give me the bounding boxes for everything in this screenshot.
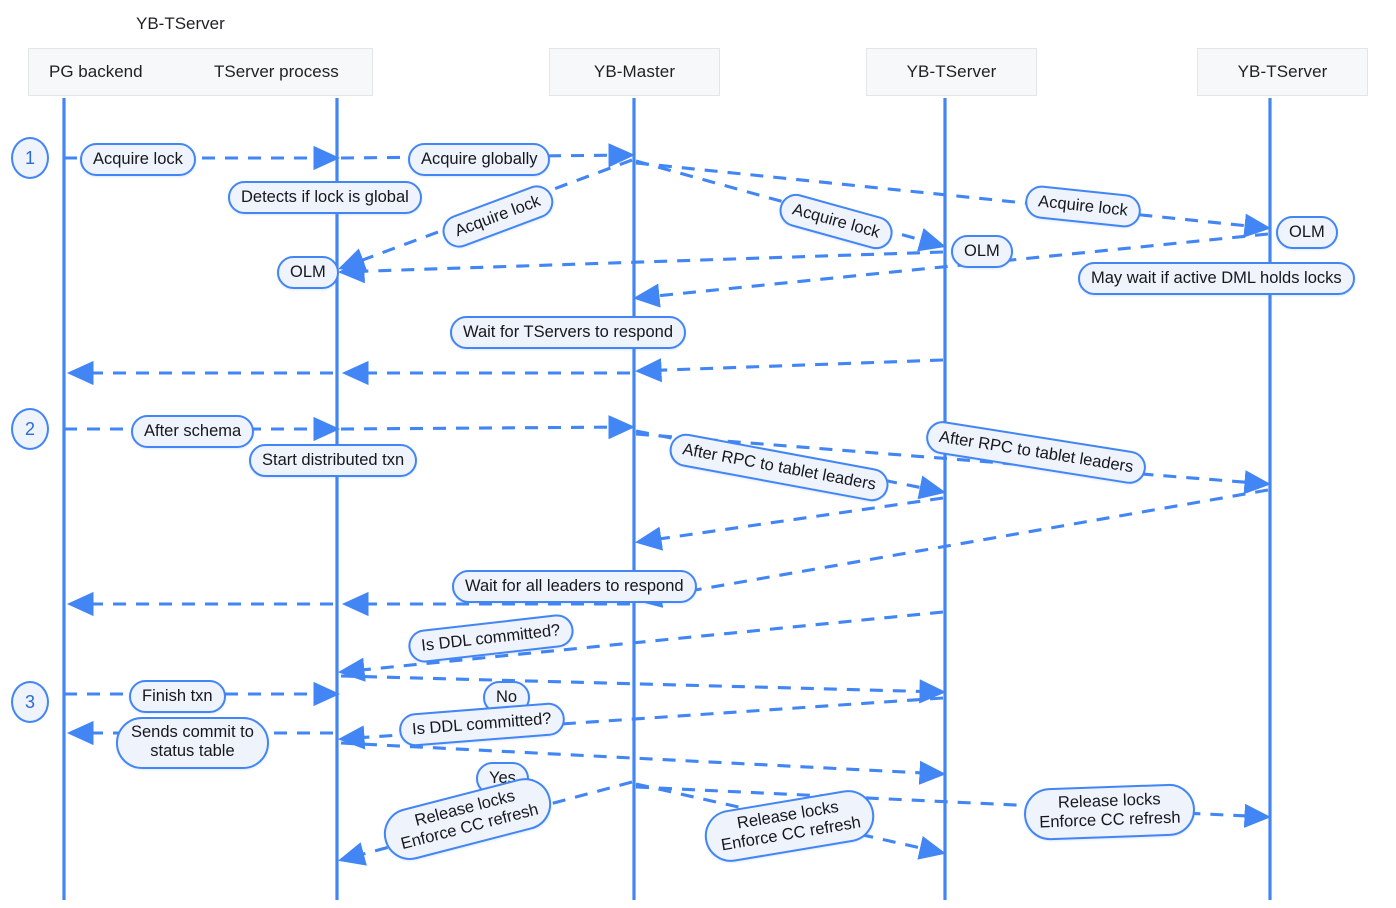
arrow-tsp-to-master-step2: [340, 415, 636, 440]
arrow-no-tsp-to-ts1: [340, 674, 947, 704]
arrow-ts1-to-master-reply: [634, 358, 944, 383]
pill-line-2: Enforce CC refresh: [1039, 809, 1181, 832]
lane-label-tserver-process: TServer process: [214, 62, 339, 81]
step-badge-1: 1: [11, 137, 49, 179]
pill-release-locks-ts1-to-ts2: Release locks Enforce CC refresh: [1023, 783, 1197, 841]
pill-detects-if-lock-is-global: Detects if lock is global: [228, 181, 422, 215]
pill-olm-yb-tserver-2: OLM: [1276, 216, 1338, 250]
arrow-yes-tsp-to-ts1: [340, 741, 947, 785]
group-title-yb-tserver: YB-TServer: [136, 14, 225, 33]
pill-line-2: status table: [150, 742, 235, 761]
pill-wait-for-all-leaders-to-respond: Wait for all leaders to respond: [452, 570, 697, 604]
arrow-ts2-to-master-wait: [632, 232, 1269, 308]
arrow-is-ddl-committed-2: [337, 696, 944, 750]
pill-after-schema: After schema: [131, 415, 255, 449]
lane-label-yb-tserver-2: YB-TServer: [1237, 62, 1328, 81]
arrow-acquire-lock-master-to-ts2: [635, 161, 1272, 238]
step-badge-2: 2: [11, 408, 49, 450]
lane-header-group-yb-tserver: PG backend TServer process: [28, 48, 373, 96]
arrow-ts1-to-master-ack: [634, 496, 944, 551]
lane-header-yb-tserver-2: YB-TServer: [1197, 48, 1368, 96]
lane-label-yb-tserver-1: YB-TServer: [906, 62, 997, 81]
step-badge-3: 3: [11, 681, 49, 723]
lane-header-yb-master: YB-Master: [549, 48, 720, 96]
pill-acquire-globally: Acquire globally: [408, 143, 551, 177]
lane-label-pg-backend: PG backend: [49, 62, 143, 81]
lane-label-yb-master: YB-Master: [593, 62, 676, 81]
lane-header-yb-tserver-1: YB-TServer: [866, 48, 1037, 96]
pill-sends-commit-to-status-table: Sends commit to status table: [116, 717, 269, 769]
arrow-ts1-to-master-resp1: [337, 250, 944, 284]
pill-line-1: Release locks: [1057, 790, 1161, 812]
arrow-is-ddl-committed-1: [337, 610, 944, 682]
pill-finish-txn: Finish txn: [129, 680, 226, 714]
arrow-acquire-lock-master-to-tsp: [338, 158, 633, 272]
pill-acquire-lock-1: Acquire lock: [80, 143, 196, 177]
pill-may-wait-if-active-dml-holds-locks: May wait if active DML holds locks: [1078, 262, 1355, 296]
arrow-release-locks-master-to-ts1: [635, 782, 947, 860]
arrow-ts2-to-master-ack: [634, 488, 1269, 608]
pill-olm-tserver-process: OLM: [277, 256, 339, 290]
pill-line-1: Sends commit to: [131, 723, 254, 741]
pill-start-distributed-txn: Start distributed txn: [249, 444, 418, 478]
pill-olm-yb-tserver-1: OLM: [951, 235, 1013, 269]
pill-wait-for-tservers-to-respond: Wait for TServers to respond: [450, 316, 686, 350]
